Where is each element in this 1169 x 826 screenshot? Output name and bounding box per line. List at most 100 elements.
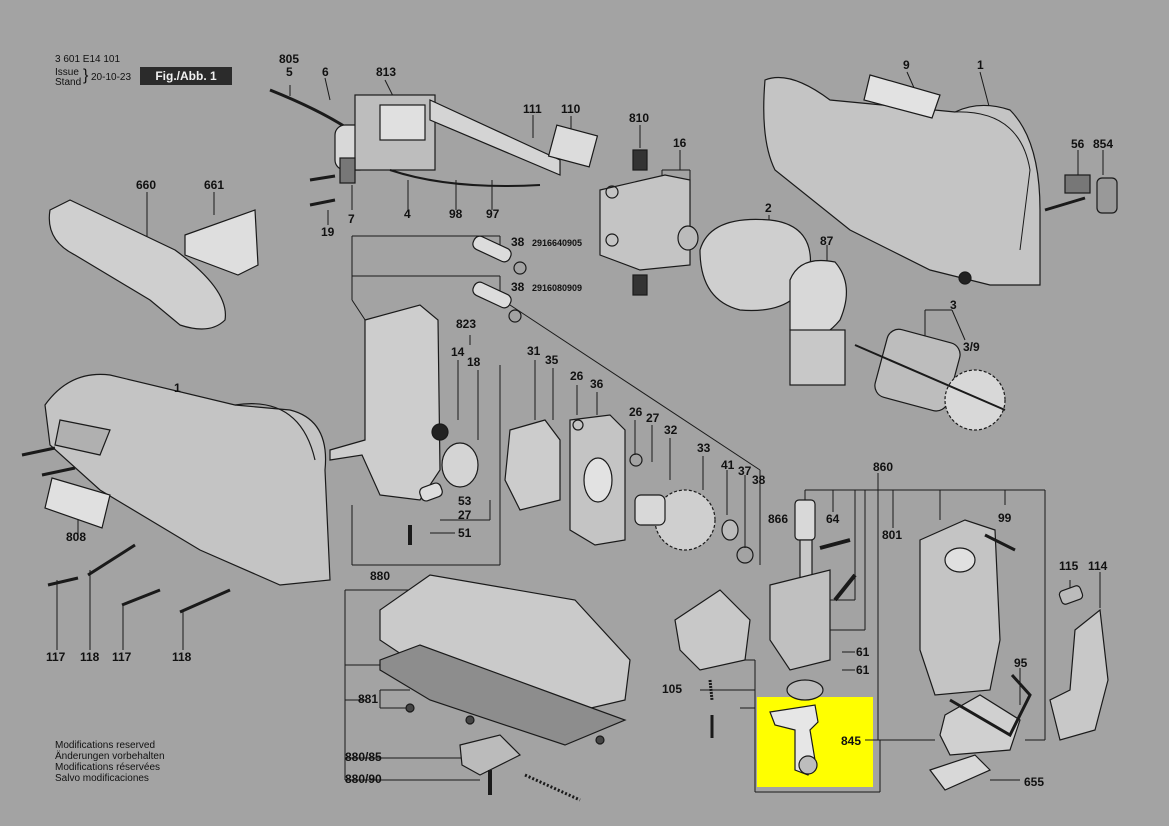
part-label: 866 bbox=[768, 512, 789, 526]
fan-baffle-part-87 bbox=[789, 259, 848, 339]
part-label: 117 bbox=[46, 650, 66, 664]
pin-part bbox=[472, 281, 512, 309]
part-label: 31 bbox=[527, 344, 541, 358]
issue-label: Issue bbox=[55, 67, 79, 78]
label-part-9 bbox=[863, 74, 941, 119]
label-part-808 bbox=[44, 477, 111, 529]
plunger-part-866 bbox=[794, 499, 816, 541]
part-label: 14 bbox=[451, 345, 465, 359]
bracket-part-111 bbox=[429, 99, 561, 176]
guide-frame-part bbox=[769, 569, 831, 671]
fan-part bbox=[944, 369, 1006, 431]
roller-holder-part bbox=[674, 589, 751, 671]
figure-label: Fig./Abb. 1 bbox=[140, 67, 232, 85]
part-label: 660 bbox=[136, 178, 157, 192]
knob-part-854 bbox=[1096, 177, 1118, 214]
clip-part-7 bbox=[339, 157, 356, 184]
part-label: 61 bbox=[856, 663, 870, 677]
issue-date: 20-10-23 bbox=[91, 72, 132, 83]
part-label: 7 bbox=[348, 212, 355, 226]
part-label: 105 bbox=[662, 682, 683, 696]
part-label: 115 bbox=[1059, 559, 1079, 573]
part-number-label: 2916640905 bbox=[532, 238, 583, 248]
part-label: 32 bbox=[664, 423, 678, 437]
part-label: 51 bbox=[458, 526, 472, 540]
housing-half-right-part-1 bbox=[763, 76, 1041, 286]
part-label: 845 bbox=[841, 734, 862, 748]
part-label: 810 bbox=[629, 111, 650, 125]
part-label: 33 bbox=[697, 441, 711, 455]
part-label: 880/85 bbox=[345, 750, 382, 764]
pin-part-56 bbox=[1064, 174, 1091, 194]
part-number-label: 2916080909 bbox=[532, 283, 583, 293]
part-label: 56 bbox=[1071, 137, 1085, 151]
base-sole-part bbox=[379, 644, 627, 746]
part-label: 110 bbox=[561, 102, 581, 116]
note-line: Salvo modificaciones bbox=[55, 773, 149, 784]
part-label: 808 bbox=[66, 530, 87, 544]
brush-holder-part-16 bbox=[599, 174, 691, 271]
plate-part-655 bbox=[929, 754, 992, 791]
document-number: 3 601 E14 101 bbox=[55, 54, 121, 65]
part-label: 655 bbox=[1024, 775, 1045, 789]
part-label: 1 bbox=[174, 381, 181, 395]
cap-part-115 bbox=[1058, 585, 1084, 605]
part-label: 860 bbox=[873, 460, 894, 474]
part-label: 854 bbox=[1093, 137, 1114, 151]
part-label: 117 bbox=[112, 650, 132, 664]
brace-glyph: } bbox=[83, 67, 89, 84]
part-label: 880 bbox=[370, 569, 391, 583]
carbon-brush-part bbox=[632, 149, 648, 171]
gear-part-33 bbox=[654, 489, 716, 551]
part-label: 111 bbox=[523, 102, 542, 116]
housing-half-left-part-1 bbox=[44, 373, 331, 586]
part-label: 2 bbox=[765, 201, 772, 215]
part-label: 880/90 bbox=[345, 772, 382, 786]
part-label: 18 bbox=[467, 355, 481, 369]
guard-part bbox=[939, 694, 1021, 756]
part-label: 661 bbox=[204, 178, 225, 192]
part-label: 98 bbox=[449, 207, 463, 221]
part-label: 1 bbox=[977, 58, 984, 72]
part-label: 61 bbox=[856, 645, 870, 659]
part-label: 4 bbox=[404, 207, 411, 221]
part-label: 41 bbox=[721, 458, 735, 472]
cover-part-114 bbox=[1049, 608, 1109, 741]
part-label: 87 bbox=[820, 234, 834, 248]
lever-part-880-85 bbox=[459, 734, 522, 776]
part-label: 64 bbox=[826, 512, 840, 526]
part-label: 38 bbox=[511, 235, 525, 249]
part-label: 37 bbox=[738, 464, 752, 478]
part-label: 6 bbox=[322, 65, 329, 79]
bearing-part-14 bbox=[441, 442, 479, 488]
part-label: 99 bbox=[998, 511, 1012, 525]
part-label: 26 bbox=[629, 405, 643, 419]
part-label: 27 bbox=[458, 508, 472, 522]
part-label: 118 bbox=[172, 650, 192, 664]
part-label: 823 bbox=[456, 317, 477, 331]
part-label: 805 bbox=[279, 52, 300, 66]
part-label: 53 bbox=[458, 494, 472, 508]
part-label: 3 bbox=[950, 298, 957, 312]
part-label: 813 bbox=[376, 65, 397, 79]
note-line: Modifications réservées bbox=[55, 762, 161, 773]
part-label: 114 bbox=[1088, 559, 1108, 573]
part-label: 36 bbox=[590, 377, 604, 391]
part-label: 38 bbox=[511, 280, 525, 294]
part-drawings bbox=[21, 74, 1118, 802]
part-label: 16 bbox=[673, 136, 687, 150]
part-label: 881 bbox=[358, 692, 379, 706]
part-label: 3/9 bbox=[963, 340, 980, 354]
part-label: 19 bbox=[321, 225, 335, 239]
roller-bearing-part-32 bbox=[634, 494, 666, 526]
note-line: Modifications reserved bbox=[55, 740, 156, 751]
cover-plate-part-31 bbox=[504, 419, 561, 511]
part-label: 118 bbox=[80, 650, 100, 664]
part-label: 5 bbox=[286, 65, 293, 79]
part-label: 97 bbox=[486, 207, 500, 221]
motor-housing-part-99 bbox=[919, 519, 1001, 696]
dust-extraction-adapter-part-660 bbox=[48, 199, 226, 330]
part-label: 27 bbox=[646, 411, 660, 425]
note-line: Änderungen vorbehalten bbox=[55, 751, 165, 762]
